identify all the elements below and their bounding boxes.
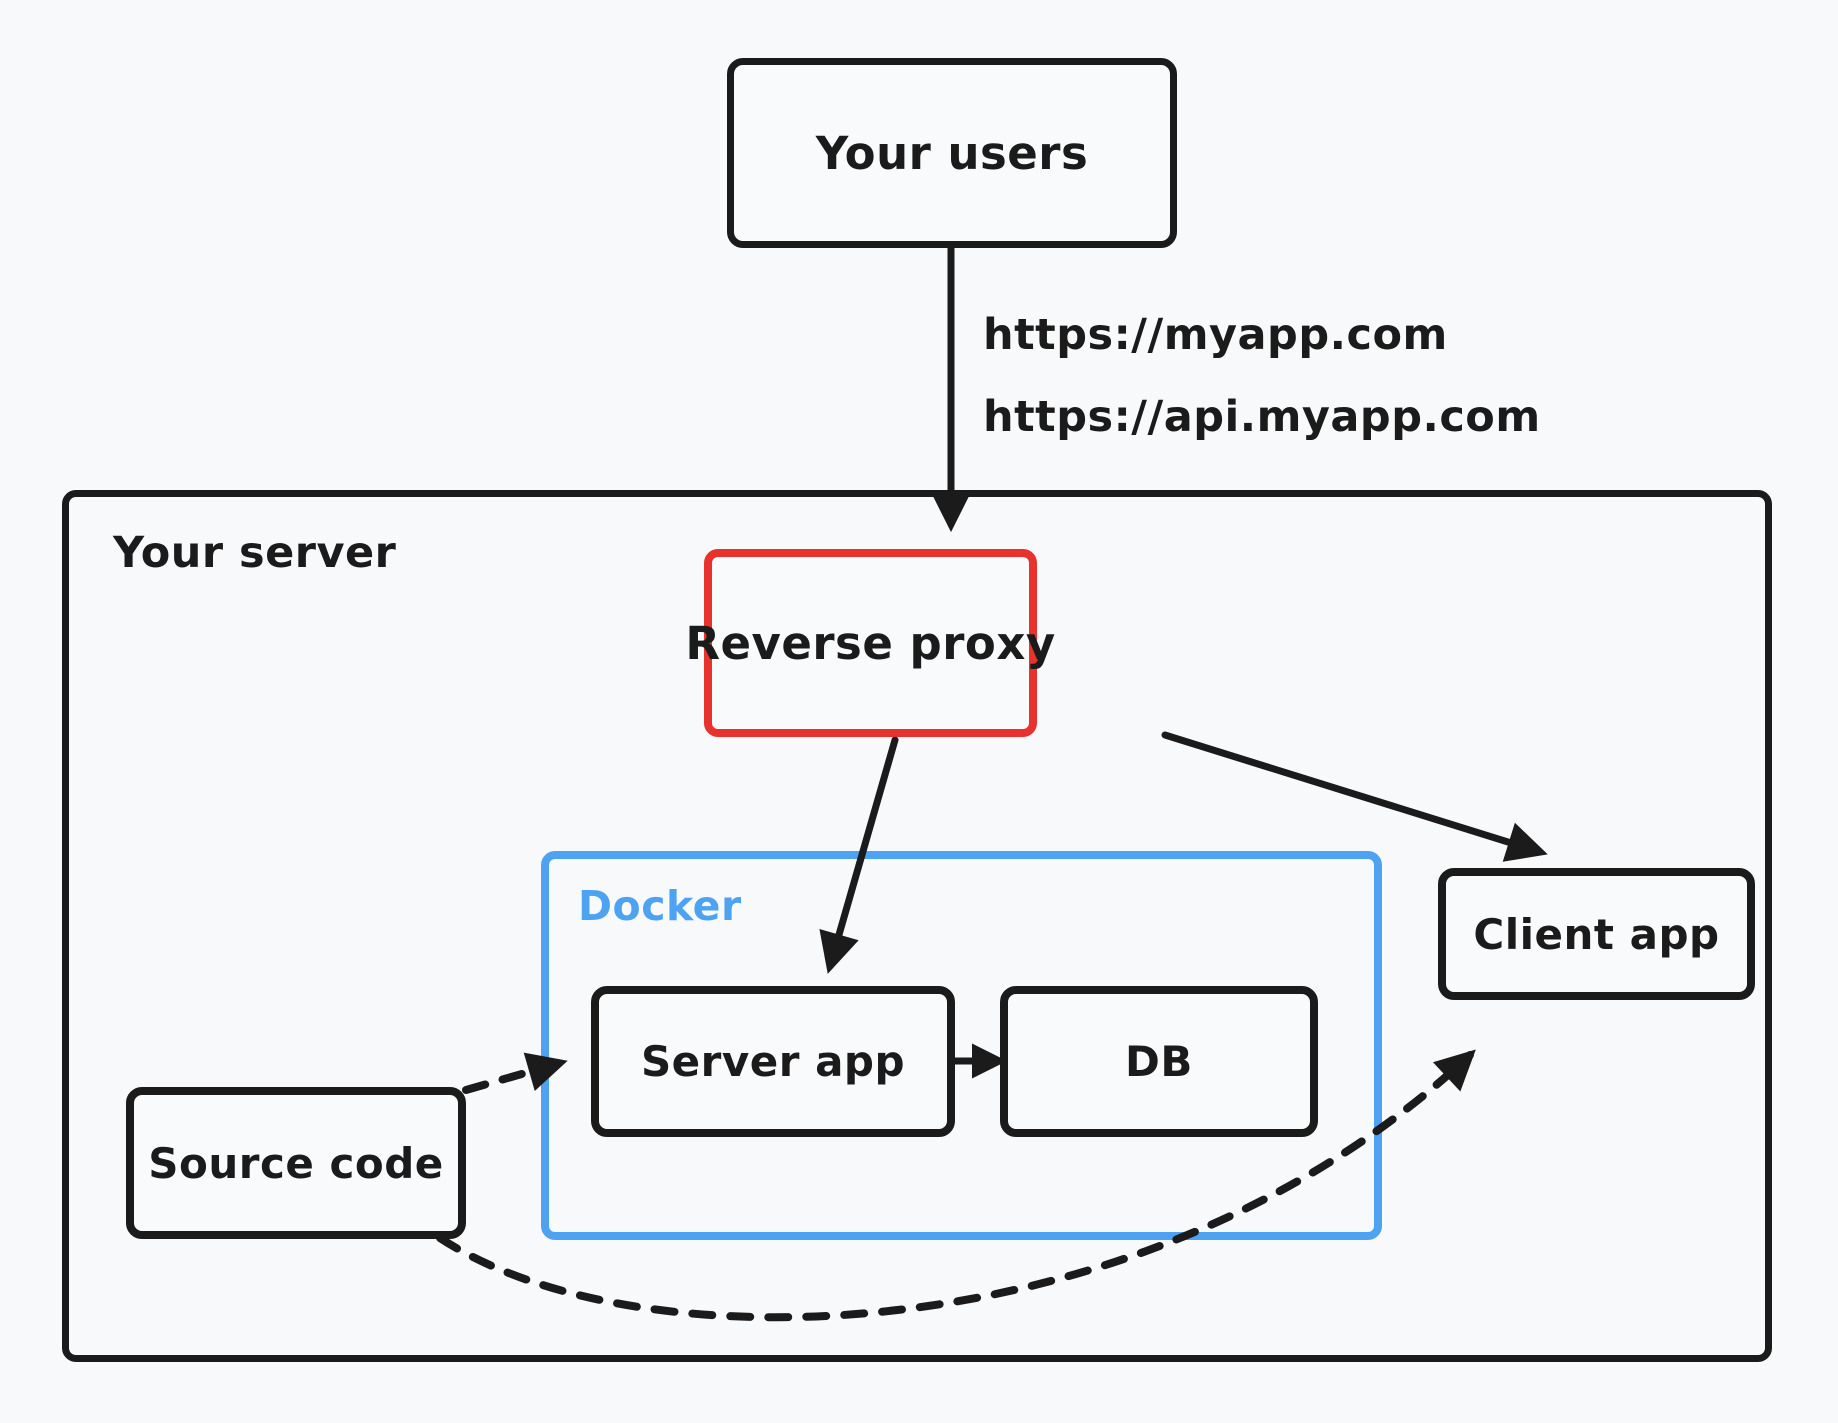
edge-reverse-proxy-to-server-app xyxy=(819,736,899,974)
group-your-server xyxy=(62,490,1772,1362)
node-reverse-proxy-label: Reverse proxy xyxy=(685,616,1056,670)
group-docker-label: Docker xyxy=(578,882,742,930)
node-server-app[interactable]: Server app xyxy=(591,986,955,1137)
node-db-label: DB xyxy=(1125,1037,1193,1086)
node-your-users[interactable]: Your users xyxy=(727,58,1177,248)
node-reverse-proxy[interactable]: Reverse proxy xyxy=(685,549,1055,737)
node-db[interactable]: DB xyxy=(1000,986,1318,1137)
node-your-users-label: Your users xyxy=(815,126,1089,180)
edge-label-url-api: https://api.myapp.com xyxy=(983,392,1541,442)
edge-label-url-app: https://myapp.com xyxy=(983,310,1448,360)
node-client-app-label: Client app xyxy=(1473,909,1720,959)
node-server-app-label: Server app xyxy=(640,1037,906,1086)
group-your-server-label: Your server xyxy=(113,528,397,578)
edge-source-code-to-client-app xyxy=(436,1049,1476,1322)
node-client-app[interactable]: Client app xyxy=(1438,868,1755,1000)
group-docker xyxy=(541,851,1382,1240)
node-source-code-label: Source code xyxy=(148,1138,444,1188)
edge-reverse-proxy-to-client-app xyxy=(1161,731,1548,862)
edge-source-code-to-server-app xyxy=(462,1052,568,1094)
node-source-code[interactable]: Source code xyxy=(126,1087,466,1239)
